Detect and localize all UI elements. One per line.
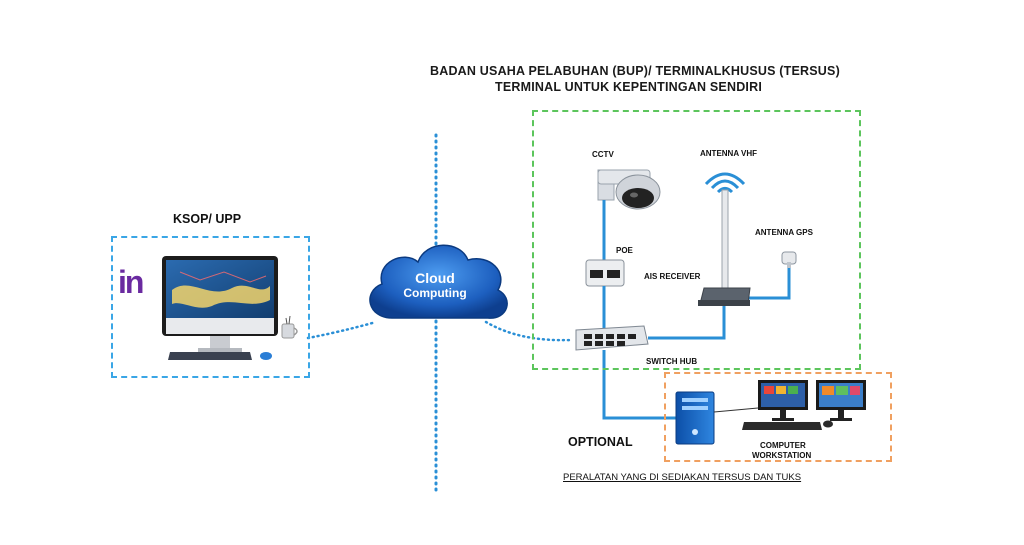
workstation-label-line1: COMPUTER	[760, 441, 806, 450]
optional-workstation-box	[664, 372, 892, 462]
antenna-vhf-label: ANTENNA VHF	[700, 149, 758, 158]
switch-hub-label: SWITCH HUB	[646, 357, 698, 366]
footer-note: PERALATAN YANG DI SEDIAKAN TERSUS DAN TU…	[563, 472, 802, 483]
pc-tower-icon	[675, 391, 715, 445]
ais-receiver-label: AIS RECEIVER	[644, 272, 701, 281]
ksop-box	[111, 236, 310, 378]
gps-antenna-icon	[781, 251, 797, 268]
title-line-2: TERMINAL UNTUK KEPENTINGAN SENDIRI	[495, 80, 762, 94]
mouse-icon	[260, 352, 272, 360]
cloud-label-line1: Cloud	[415, 270, 455, 286]
monitor-icon	[816, 380, 866, 421]
brand-logo: in	[118, 264, 144, 300]
workstation-label-line2: WORKSTATION	[752, 451, 812, 460]
cloud-icon	[369, 244, 508, 319]
poe-label: POE	[616, 246, 633, 255]
optional-label: OPTIONAL	[568, 435, 633, 449]
mouse-icon	[823, 420, 833, 428]
tersus-equipment-box	[532, 110, 861, 370]
ais-receiver-icon	[698, 287, 751, 306]
wifi-antenna-icon	[704, 172, 746, 289]
cctv-label: CCTV	[592, 150, 614, 159]
switch-hub-icon	[575, 325, 649, 351]
keyboard-icon	[742, 422, 822, 430]
monitor-icon	[758, 380, 808, 421]
monitor-icon	[162, 256, 278, 352]
title-line-1: BADAN USAHA PELABUHAN (BUP)/ TERMINALKHU…	[430, 64, 840, 78]
antenna-gps-label: ANTENNA GPS	[755, 228, 813, 237]
mug-icon	[281, 315, 298, 339]
link-cloud-switch	[484, 320, 574, 342]
keyboard-icon	[168, 352, 252, 360]
ksop-label: KSOP/ UPP	[173, 212, 242, 226]
link-left-cloud	[306, 320, 378, 340]
cloud-label-line2: Computing	[403, 286, 467, 300]
cctv-camera-icon	[597, 169, 661, 210]
